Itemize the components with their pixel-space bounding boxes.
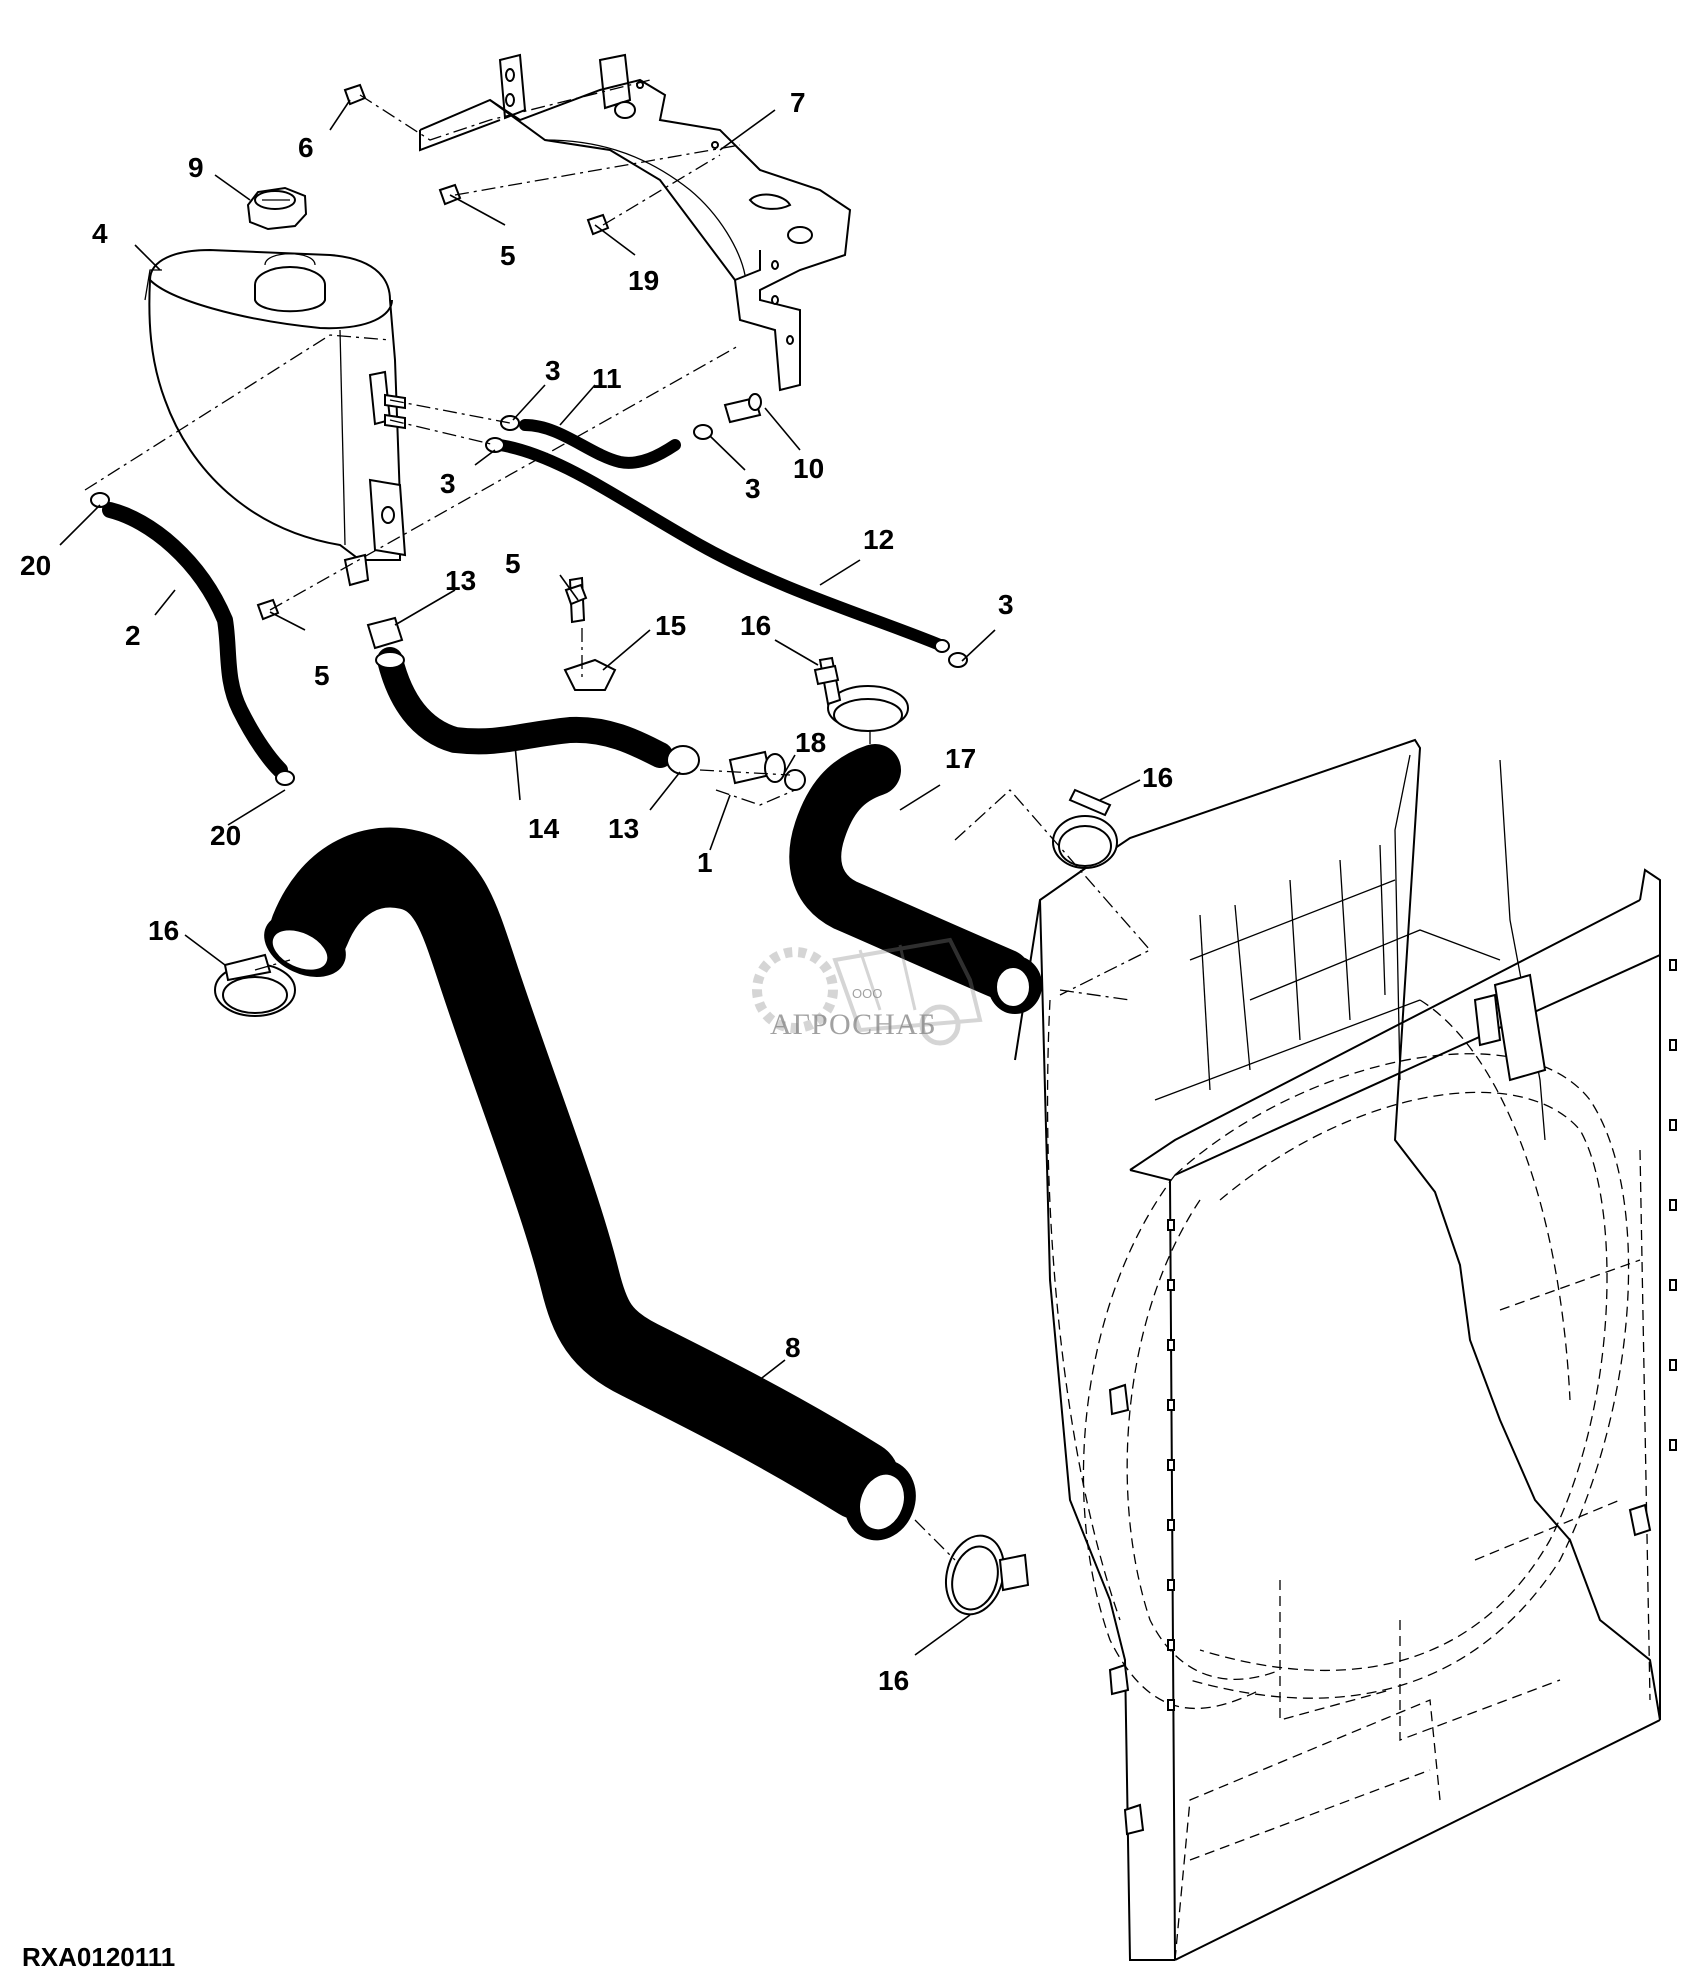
leader-lines bbox=[59, 99, 1141, 1656]
watermark-small-text: ООО bbox=[852, 986, 883, 1001]
hose-14 bbox=[375, 647, 673, 768]
callout-3: 3 bbox=[998, 589, 1014, 620]
callout-17: 17 bbox=[945, 743, 976, 774]
callout-3: 3 bbox=[745, 473, 761, 504]
callout-20: 20 bbox=[20, 550, 51, 581]
callout-8: 8 bbox=[785, 1332, 801, 1363]
hose-17 bbox=[789, 744, 1042, 1014]
coolant-recovery-tank bbox=[144, 248, 407, 587]
callout-14: 14 bbox=[528, 813, 560, 844]
callout-labels: 1 2 3 3 3 3 4 5 5 5 6 7 8 9 10 11 12 13 … bbox=[20, 87, 1173, 1696]
callout-1: 1 bbox=[697, 847, 713, 878]
callout-19: 19 bbox=[628, 265, 659, 296]
callout-2: 2 bbox=[125, 620, 141, 651]
callout-5: 5 bbox=[314, 660, 330, 691]
hose-11 bbox=[519, 419, 681, 469]
bolts bbox=[256, 83, 610, 621]
callout-16: 16 bbox=[148, 915, 179, 946]
shroud-mount-holes bbox=[1167, 959, 1677, 1711]
callout-5: 5 bbox=[500, 240, 516, 271]
callout-10: 10 bbox=[793, 453, 824, 484]
figure-identifier: RXA0120111 bbox=[22, 1942, 176, 1972]
mounting-bracket bbox=[419, 53, 852, 392]
fan-shroud bbox=[1014, 738, 1677, 1961]
watermark-text: АГРОСНАБ bbox=[770, 1008, 937, 1041]
callout-16: 16 bbox=[1142, 762, 1173, 793]
callout-3: 3 bbox=[545, 355, 561, 386]
callout-7: 7 bbox=[790, 87, 806, 118]
watermark-logo bbox=[752, 937, 983, 1046]
callout-6: 6 bbox=[298, 132, 314, 163]
callout-15: 15 bbox=[655, 610, 686, 641]
callout-4: 4 bbox=[92, 218, 108, 249]
callout-18: 18 bbox=[795, 727, 826, 758]
callout-16: 16 bbox=[878, 1665, 909, 1696]
callout-11: 11 bbox=[592, 363, 622, 394]
callout-9: 9 bbox=[188, 152, 204, 183]
callout-5: 5 bbox=[505, 548, 521, 579]
hose-clamps bbox=[90, 393, 1118, 1616]
hose-8 bbox=[264, 827, 916, 1541]
callout-13: 13 bbox=[608, 813, 639, 844]
radiator-cap bbox=[246, 186, 308, 231]
hose-12 bbox=[494, 439, 950, 653]
callout-12: 12 bbox=[863, 524, 894, 555]
assembly-centerlines bbox=[84, 79, 1152, 1561]
callout-3: 3 bbox=[440, 468, 456, 499]
callout-13: 13 bbox=[445, 565, 476, 596]
callout-16: 16 bbox=[740, 610, 771, 641]
callout-20: 20 bbox=[210, 820, 241, 851]
hose-2 bbox=[102, 502, 288, 778]
